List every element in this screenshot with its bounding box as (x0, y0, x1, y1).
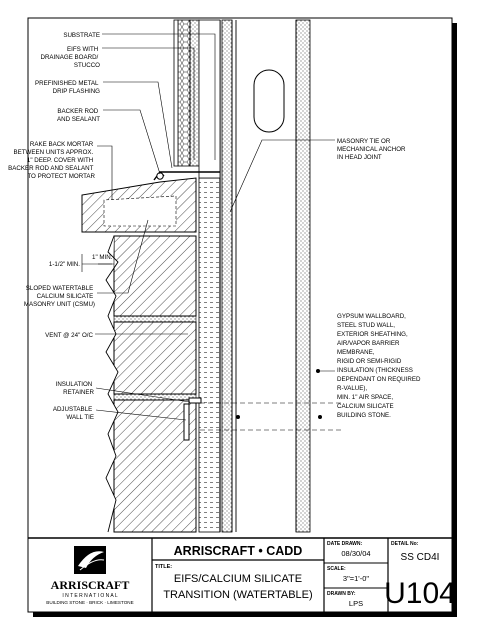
logo-tag: BUILDING STONE · BRICK · LIMESTONE (46, 600, 133, 605)
date-value: 08/30/04 (341, 549, 370, 558)
detail-number: U104 (384, 577, 456, 610)
scale-value: 3"=1'-0" (343, 574, 369, 583)
gypsum-wallboard (295, 19, 311, 533)
eifs-insulation-board (177, 19, 191, 167)
detail-code: SS CD4I (401, 552, 440, 563)
label-dim-1: 1" MIN. (92, 254, 113, 261)
sheet-border (27, 17, 453, 613)
label-wall-tie: ADJUSTABLE WALL TIE (53, 406, 94, 421)
dimension-marks (81, 254, 115, 272)
label-masonry-tie: MASONRY TIE OR MECHANICAL ANCHOR IN HEAD… (337, 138, 407, 161)
label-insulation-retainer: INSULATION RETAINER (56, 381, 95, 396)
stone-course-1 (113, 235, 197, 317)
callouts: SUBSTRATE EIFS WITH DRAINAGE BOARD/ STUC… (8, 32, 422, 421)
label-rake-back: RAKE BACK MORTAR BETWEEN UNITS APPROX. 1… (8, 141, 95, 180)
title-block: ARRISCRAFT I N T E R N A T I O N A L BUI… (28, 537, 456, 612)
leader-lines (95, 33, 335, 421)
title-line1: EIFS/CALCIUM SILICATE (174, 573, 302, 585)
label-eifs: EIFS WITH DRAINAGE BOARD/ STUCCO (41, 46, 101, 69)
backer-rod (156, 172, 164, 180)
title-line2: TRANSITION (WATERTABLE) (163, 589, 312, 601)
screw-head-1 (236, 415, 240, 419)
logo-sub: I N T E R N A T I O N A L (62, 593, 117, 599)
drawn-value: LPS (349, 599, 363, 608)
rigid-insulation (198, 177, 221, 533)
label-csmu: SLOPED WATERTABLE CALCIUM SILICATE MASON… (24, 285, 95, 308)
stone-course-2 (113, 321, 197, 395)
break-line (105, 235, 119, 533)
adjustable-wall-tie (183, 403, 190, 441)
scale-label: SCALE: (327, 566, 346, 572)
company-header: ARRISCRAFT • CADD (174, 544, 303, 558)
exterior-sheathing (221, 19, 233, 533)
label-backer-rod: BACKER ROD AND SEALANT (57, 108, 100, 123)
drainage-board (189, 19, 200, 167)
detail-label: DETAIL No: (391, 541, 419, 547)
drawn-label: DRAWN BY: (327, 591, 356, 597)
label-vent: VENT @ 24" O/C (45, 332, 93, 339)
wall-note-dot (316, 369, 320, 373)
label-substrate: SUBSTRATE (63, 32, 100, 39)
stone-course-3 (113, 399, 197, 533)
label-dim-1-5: 1-1/2" MIN. (49, 261, 80, 268)
label-flashing: PREFINISHED METAL DRIP FLASHING (35, 80, 100, 95)
insulation-retainer (188, 397, 202, 404)
stud-knockout (253, 69, 285, 133)
logo-name: ARRISCRAFT (51, 578, 130, 592)
title-label: TITLE: (155, 564, 172, 570)
arriscraft-logo: ARRISCRAFT I N T E R N A T I O N A L BUI… (46, 546, 134, 605)
csmu-core (103, 195, 177, 227)
date-label: DATE DRAWN: (327, 541, 363, 547)
stucco-finish (173, 19, 179, 167)
screw-head-2 (318, 415, 322, 419)
wall-assembly (81, 19, 342, 533)
mortar-joint-1 (113, 315, 197, 323)
eifs-substrate (198, 19, 221, 179)
label-wall-notes: GYPSUM WALLBOARD, STEEL STUD WALL, EXTER… (337, 313, 422, 419)
